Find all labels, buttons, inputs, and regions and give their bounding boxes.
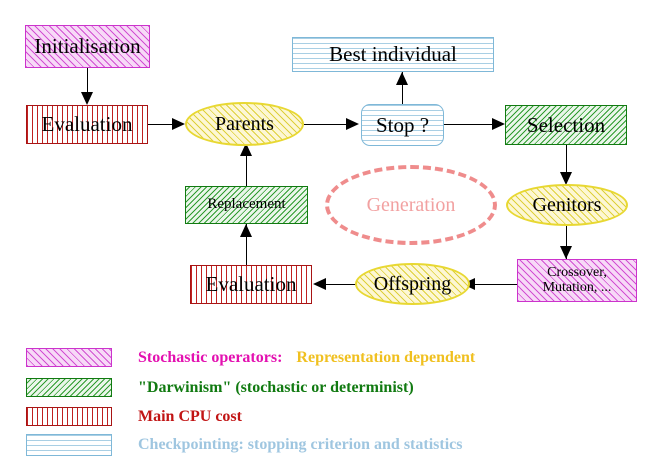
- edge-genitors-crossover-line: [566, 225, 567, 259]
- edge-stop-best-arrow: [396, 72, 408, 85]
- node-initialisation-label: Initialisation: [34, 34, 141, 59]
- node-best-individual[interactable]: Best individual: [292, 37, 494, 72]
- legend-item-checkpointing: Checkpointing: stopping criterion and st…: [26, 434, 462, 456]
- edge-stop-best-line: [402, 72, 403, 108]
- legend-swatch-magenta-hatch-icon: [26, 348, 112, 367]
- edge-selection-genitors-line: [566, 145, 567, 183]
- legend-swatch-green-hatch-icon: [26, 378, 112, 397]
- node-genitors[interactable]: Genitors: [506, 184, 628, 226]
- edge-parents-stop-arrow: [346, 118, 359, 130]
- node-crossover-mutation-label-line1: Crossover,: [547, 264, 607, 280]
- node-crossover-mutation[interactable]: Crossover, Mutation, ...: [517, 259, 637, 302]
- legend-item-darwinism: "Darwinism" (stochastic or determinist): [26, 378, 414, 397]
- node-evaluation-top[interactable]: Evaluation: [26, 105, 148, 144]
- node-evaluation-top-label: Evaluation: [41, 112, 133, 137]
- edge-evaluation-replacement-arrow: [240, 224, 252, 237]
- legend-item-stochastic-operators: Stochastic operators: Representation dep…: [26, 348, 475, 367]
- legend-item-main-cpu-cost: Main CPU cost: [26, 407, 242, 426]
- node-stop-label: Stop ?: [375, 112, 430, 137]
- edge-parents-stop-line: [304, 124, 356, 125]
- node-generation-label: Generation: [366, 193, 456, 216]
- edge-offspring-evaluation-line: [318, 284, 360, 285]
- node-replacement-label: Replacement: [207, 196, 286, 213]
- legend-swatch-red-vertical-hatch-icon: [26, 407, 112, 426]
- edge-initialisation-evaluation-line: [87, 68, 88, 96]
- legend-label-representation-dependent: Representation dependent: [296, 348, 476, 366]
- node-offspring[interactable]: Offspring: [355, 263, 470, 305]
- edge-evaluation-replacement-line: [246, 224, 247, 266]
- legend-label-checkpointing: Checkpointing: stopping criterion and st…: [138, 436, 463, 453]
- node-generation: Generation: [325, 165, 497, 245]
- edge-stop-selection-arrow: [492, 118, 505, 130]
- edge-replacement-parents-line: [246, 143, 247, 186]
- edge-genitors-crossover-arrow: [560, 246, 572, 259]
- node-evaluation-bottom-label: Evaluation: [205, 272, 297, 297]
- node-initialisation[interactable]: Initialisation: [25, 25, 150, 68]
- edge-evaluation-parents-arrow: [172, 118, 185, 130]
- edge-selection-genitors-arrow: [560, 172, 572, 185]
- node-selection-label: Selection: [526, 112, 606, 137]
- edge-stop-selection-line: [444, 124, 502, 125]
- node-selection[interactable]: Selection: [505, 105, 627, 145]
- edge-offspring-evaluation-arrow: [313, 278, 326, 290]
- node-offspring-label: Offspring: [373, 272, 452, 295]
- edge-crossover-offspring-line: [468, 284, 518, 285]
- legend: Stochastic operators: Representation dep…: [0, 340, 662, 471]
- legend-label-stochastic-operators: Stochastic operators:: [138, 348, 283, 366]
- node-parents[interactable]: Parents: [185, 102, 304, 146]
- legend-label-main-cpu-cost: Main CPU cost: [138, 407, 242, 425]
- node-crossover-mutation-label-line2: Mutation, ...: [542, 279, 612, 295]
- node-stop[interactable]: Stop ?: [361, 104, 444, 146]
- node-parents-label: Parents: [215, 112, 274, 135]
- edge-replacement-parents-arrow: [240, 143, 252, 156]
- edge-initialisation-evaluation-arrow: [81, 92, 93, 105]
- node-evaluation-bottom[interactable]: Evaluation: [190, 265, 312, 304]
- legend-swatch-blue-horizontal-hatch-icon: [26, 434, 112, 456]
- node-replacement[interactable]: Replacement: [185, 186, 308, 224]
- node-genitors-label: Genitors: [532, 193, 602, 216]
- node-best-individual-label: Best individual: [329, 42, 457, 67]
- edge-evaluation-parents-line: [148, 124, 178, 125]
- legend-label-darwinism: "Darwinism" (stochastic or determinist): [138, 378, 414, 396]
